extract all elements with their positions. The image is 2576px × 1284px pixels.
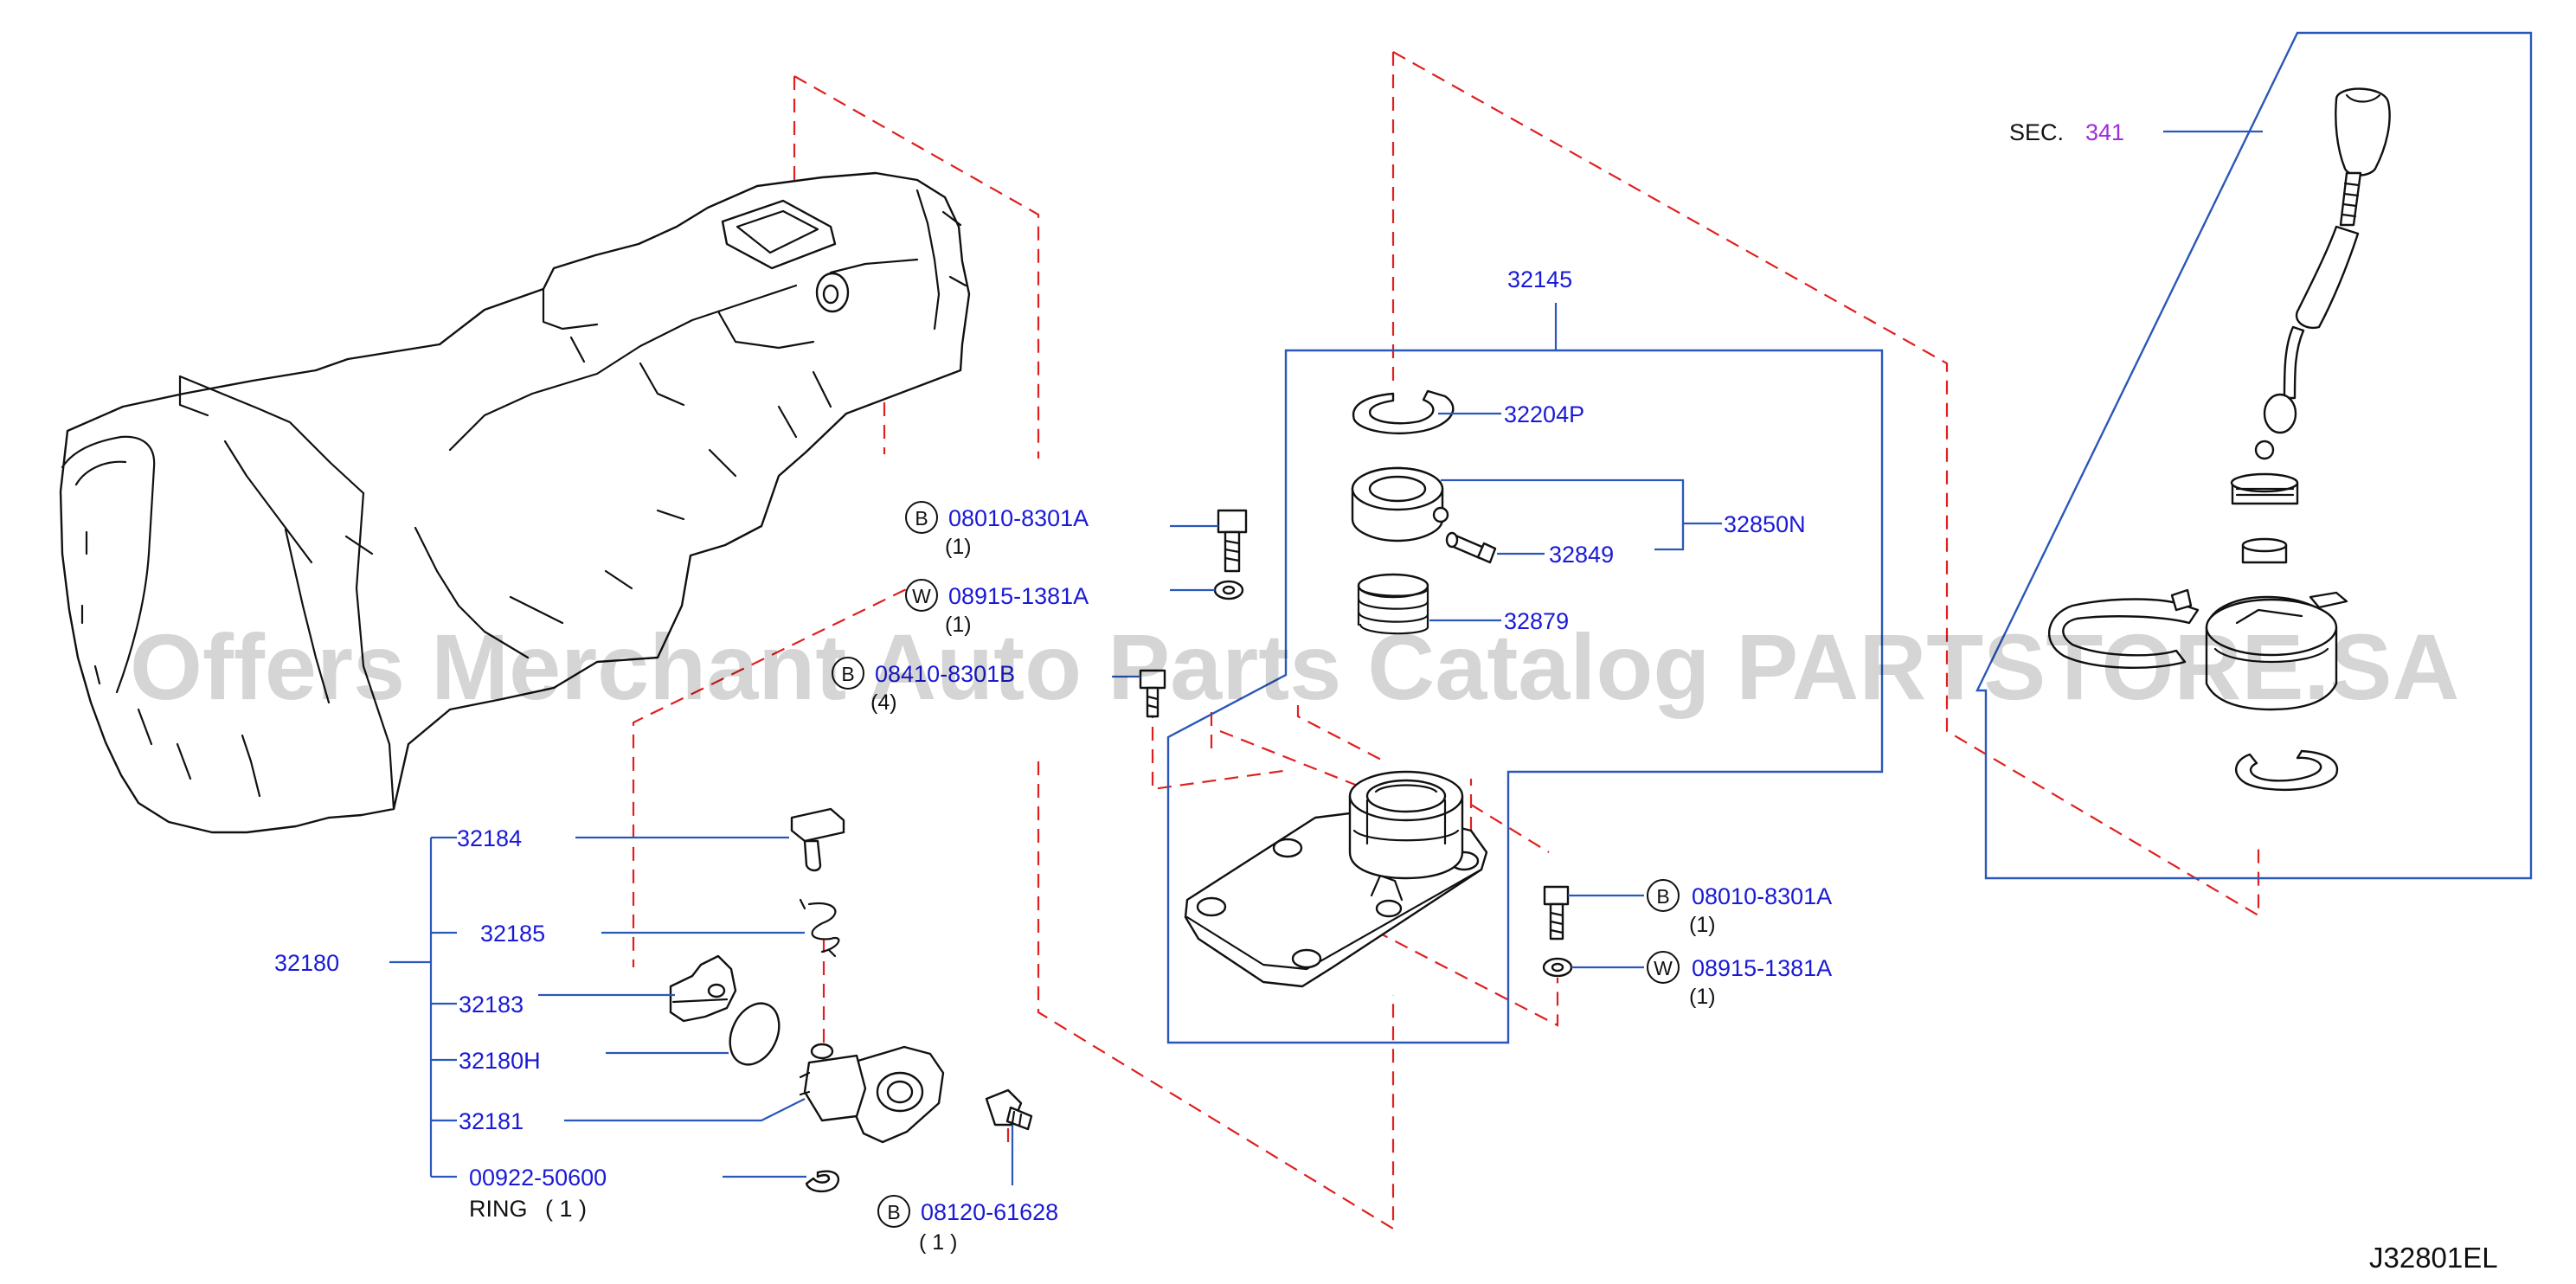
label-32181[interactable]: 32181 <box>459 1108 524 1134</box>
callout-washer-right[interactable]: W 08915-1381A (1) <box>1647 951 1832 1009</box>
shift-lever-frame <box>1975 31 2533 880</box>
quantity: (1) <box>945 613 972 637</box>
part-number[interactable]: 08915-1381A <box>1692 955 1832 981</box>
shift-housing-32145 <box>1184 770 1488 988</box>
label-32145[interactable]: 32145 <box>1507 266 1572 292</box>
label-00922-50600[interactable]: 00922-50600 <box>469 1165 607 1191</box>
part-32183 <box>538 954 737 1023</box>
part-32181 <box>564 1043 945 1144</box>
quantity: (4) <box>870 690 897 715</box>
part-number[interactable]: 08010-8301A <box>1692 883 1832 909</box>
label-32850n[interactable]: 32850N <box>1724 511 1806 537</box>
snap-ring-32204p: 32204P <box>1352 389 1584 434</box>
section-ref[interactable]: SEC. 341 <box>2009 119 2124 145</box>
shift-lever-assembly <box>2048 87 2391 791</box>
callout-washer-top[interactable]: W 08915-1381A (1) <box>905 579 1089 637</box>
callout-bolt-right[interactable]: B 08010-8301A (1) <box>1647 879 1832 937</box>
part-32185 <box>601 898 840 958</box>
transmission-case <box>59 171 971 834</box>
badge-b: B <box>841 663 854 685</box>
bolt-08010-right <box>1543 885 1644 941</box>
label-32849[interactable]: 32849 <box>1549 542 1614 568</box>
callout-bolt-top[interactable]: B 08010-8301A (1) <box>905 501 1089 559</box>
label-32184[interactable]: 32184 <box>457 825 522 851</box>
pin-32849: 32849 <box>1445 531 1614 568</box>
diagram-code: J32801EL <box>2369 1242 2498 1274</box>
group-frame-32145: 32145 <box>1166 266 1884 1044</box>
badge-b: B <box>1656 885 1669 908</box>
bushing-32850n: 32850N <box>1351 466 1806 551</box>
phantom-lines <box>632 51 2260 1230</box>
part-32184 <box>575 807 845 872</box>
label-32204p[interactable]: 32204P <box>1504 401 1584 427</box>
label-32180h[interactable]: 32180H <box>459 1048 541 1074</box>
label-32180[interactable]: 32180 <box>274 950 339 976</box>
bolt-08410-mid <box>1112 669 1166 718</box>
bolt-08120 <box>985 1088 1033 1185</box>
badge-b: B <box>915 507 928 530</box>
label-ring: RING <box>469 1196 528 1222</box>
label-32879[interactable]: 32879 <box>1504 608 1569 634</box>
section-prefix: SEC. <box>2009 119 2064 145</box>
quantity: (1) <box>1689 913 1716 937</box>
bolt-08010-top <box>1170 509 1248 573</box>
washer-08915-top <box>1170 580 1244 600</box>
watermark-text: Offers Merchant Auto Parts Catalog PARTS… <box>130 614 2459 719</box>
tree-32180 <box>389 836 457 1178</box>
callout-bolt-mid[interactable]: B 08410-8301B (4) <box>832 657 1015 715</box>
part-number[interactable]: 08120-61628 <box>921 1199 1058 1225</box>
badge-w: W <box>1654 957 1673 979</box>
quantity: ( 1 ) <box>919 1230 957 1255</box>
part-00922-50600 <box>723 1170 840 1193</box>
label-32183[interactable]: 32183 <box>459 992 524 1018</box>
quantity: (1) <box>945 535 972 559</box>
part-number[interactable]: 08915-1381A <box>948 583 1089 609</box>
part-32180h <box>606 1002 781 1066</box>
label-ring-qty: ( 1 ) <box>545 1196 587 1222</box>
callout-bolt-bottom[interactable]: B 08120-61628 ( 1 ) <box>877 1195 1058 1255</box>
quantity: (1) <box>1689 985 1716 1009</box>
part-number[interactable]: 08010-8301A <box>948 505 1089 531</box>
washer-08915-right <box>1542 957 1644 978</box>
section-number[interactable]: 341 <box>2085 119 2124 145</box>
part-number[interactable]: 08410-8301B <box>875 661 1015 687</box>
spring-32879: 32879 <box>1357 573 1569 635</box>
badge-w: W <box>912 585 931 607</box>
badge-b: B <box>887 1201 900 1223</box>
label-32185[interactable]: 32185 <box>480 921 545 947</box>
